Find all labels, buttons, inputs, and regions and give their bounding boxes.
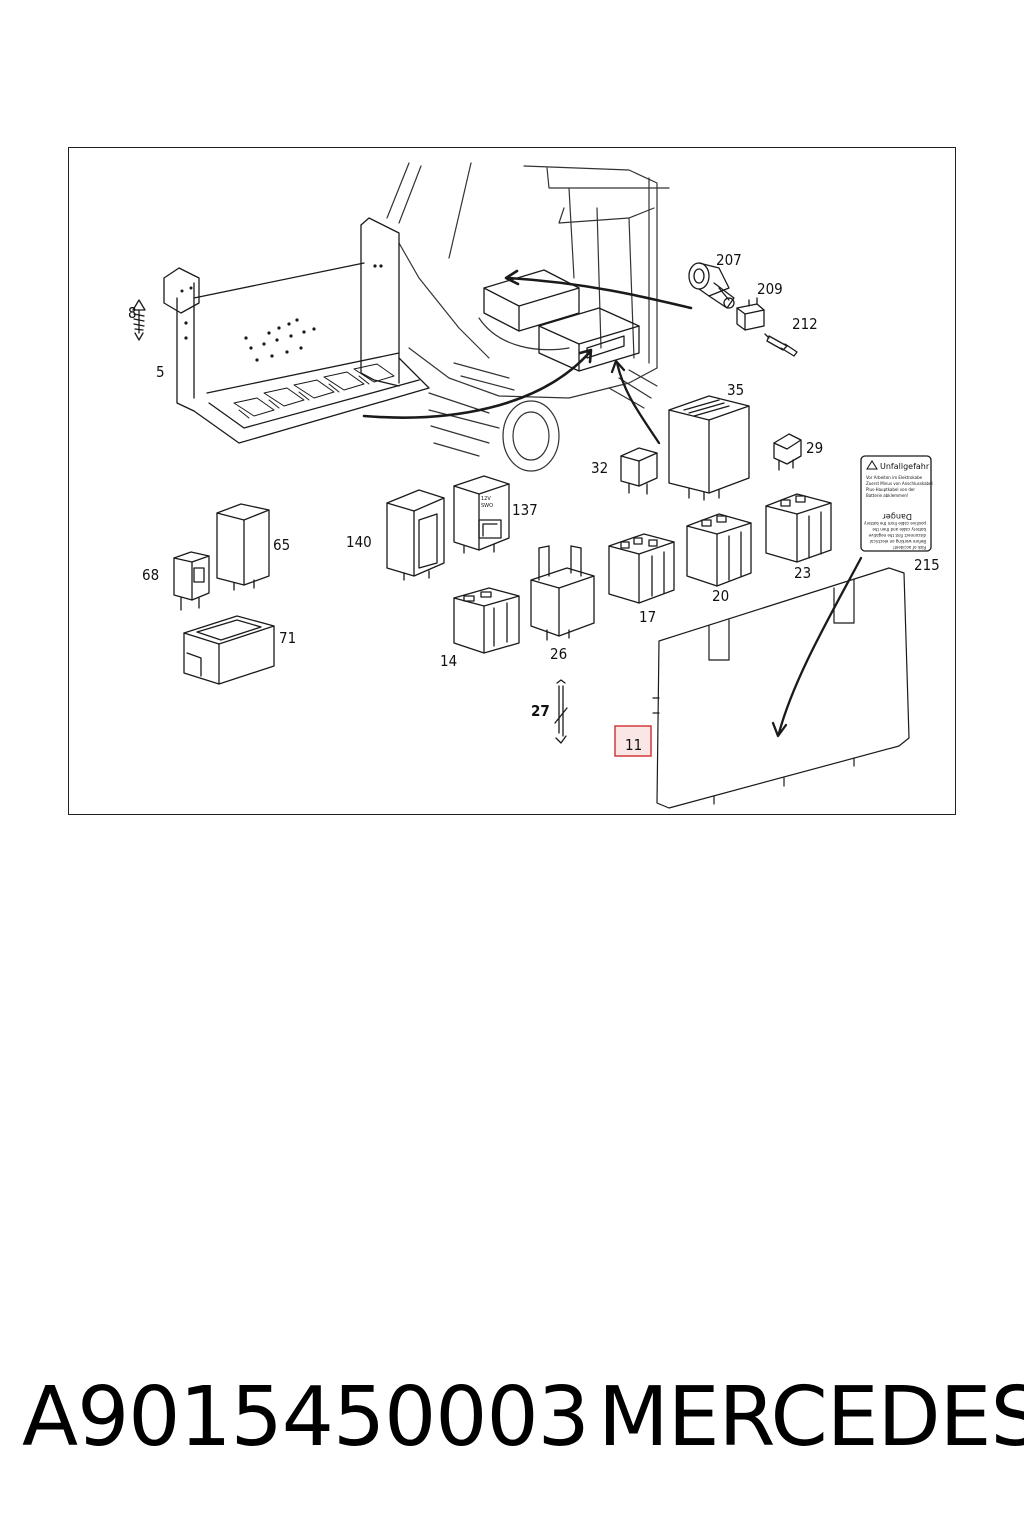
vehicle-cab-outline	[386, 162, 670, 472]
warning-label-line: battery cable and then the	[872, 527, 926, 532]
pin-part-27	[554, 679, 568, 744]
callout-35: 35	[727, 381, 744, 399]
callout-17: 17	[639, 608, 656, 626]
bracket-part-5	[163, 217, 430, 444]
callout-137: 137	[512, 501, 538, 519]
fuse-part-29	[773, 433, 802, 471]
relay-part-20	[686, 513, 752, 587]
relay-part-140	[386, 489, 445, 581]
caption-bar: A9015450003 MERCEDES	[0, 1368, 1024, 1478]
callout-11: 11	[625, 736, 642, 754]
warning-label-line: Batterie abklemmen!	[866, 493, 909, 498]
callout-207: 207	[716, 251, 742, 269]
arrow-to-lower-relay	[362, 348, 593, 419]
callout-14: 14	[440, 652, 457, 670]
relay-part-17	[608, 533, 675, 604]
cover-part-11	[652, 567, 910, 809]
callout-209: 209	[757, 280, 783, 298]
warning-label-line: Risk of accident!	[893, 545, 926, 550]
parts-diagram-drawing: Unfallgefahr Vor Arbeiten im Elektrokabe…	[128, 162, 940, 809]
parts-diagram: Unfallgefahr Vor Arbeiten im Elektrokabe…	[68, 147, 956, 815]
screw-part-8	[132, 299, 146, 341]
callout-212: 212	[792, 315, 818, 333]
callout-8: 8	[128, 304, 137, 322]
callout-11-highlight	[614, 725, 652, 757]
warning-triangle-icon	[866, 460, 878, 470]
callout-215: 215	[914, 556, 940, 574]
connector-part-209	[736, 297, 765, 331]
relay-part-26	[530, 545, 595, 641]
warning-label-line: disconnect first the negative	[868, 533, 926, 538]
relay-part-137	[453, 475, 510, 554]
relay-part-68	[173, 551, 210, 611]
callout-65: 65	[273, 536, 290, 554]
relay-part-32	[620, 447, 658, 495]
warning-label-text: Unfallgefahr Vor Arbeiten im Elektrokabe…	[863, 460, 933, 550]
arrow-to-upper-relay	[504, 269, 693, 310]
callout-26: 26	[550, 645, 567, 663]
socket-part-207	[688, 262, 735, 309]
warning-label-part-215	[860, 455, 932, 552]
callout-5: 5	[156, 363, 165, 381]
warning-label-line: Zuerst Minus von Anschlusskabel	[866, 481, 933, 486]
callout-27: 27	[531, 702, 550, 720]
holder-part-71	[183, 615, 275, 685]
relay-137-label-line1: 12V	[481, 496, 491, 502]
callout-23: 23	[794, 564, 811, 582]
relay-part-35	[668, 395, 750, 501]
warning-label-line: positive cable from the battery	[863, 521, 926, 526]
callout-20: 20	[712, 587, 729, 605]
arrow-from-relay-35	[610, 359, 661, 445]
callout-labels: 207 209 212 8 5 35 29 32 137 140 65 68 7…	[128, 251, 940, 754]
callout-29: 29	[806, 439, 823, 457]
warning-label-footer: Danger	[882, 512, 912, 521]
relay-part-14	[453, 587, 520, 654]
relay-part-23	[765, 493, 832, 563]
arrow-to-cover-11	[771, 556, 863, 738]
callout-140: 140	[346, 533, 372, 551]
terminal-part-212	[764, 333, 798, 357]
callout-32: 32	[591, 459, 608, 477]
callout-71: 71	[279, 629, 296, 647]
relay-part-65	[216, 503, 270, 591]
warning-label-line: Plus-Hauptkabel von der	[866, 487, 915, 492]
brand-name: MERCEDES	[598, 1370, 1024, 1465]
cab-relay-upper	[483, 269, 580, 332]
part-number: A9015450003	[22, 1370, 590, 1465]
warning-label-line: Vor Arbeiten im Elektrokabe	[866, 475, 923, 480]
warning-label-line: Before working on electrical	[870, 539, 926, 544]
warning-label-title: Unfallgefahr	[880, 462, 930, 471]
callout-68: 68	[142, 566, 159, 584]
relay-137-label-line2: SWO	[481, 503, 493, 509]
